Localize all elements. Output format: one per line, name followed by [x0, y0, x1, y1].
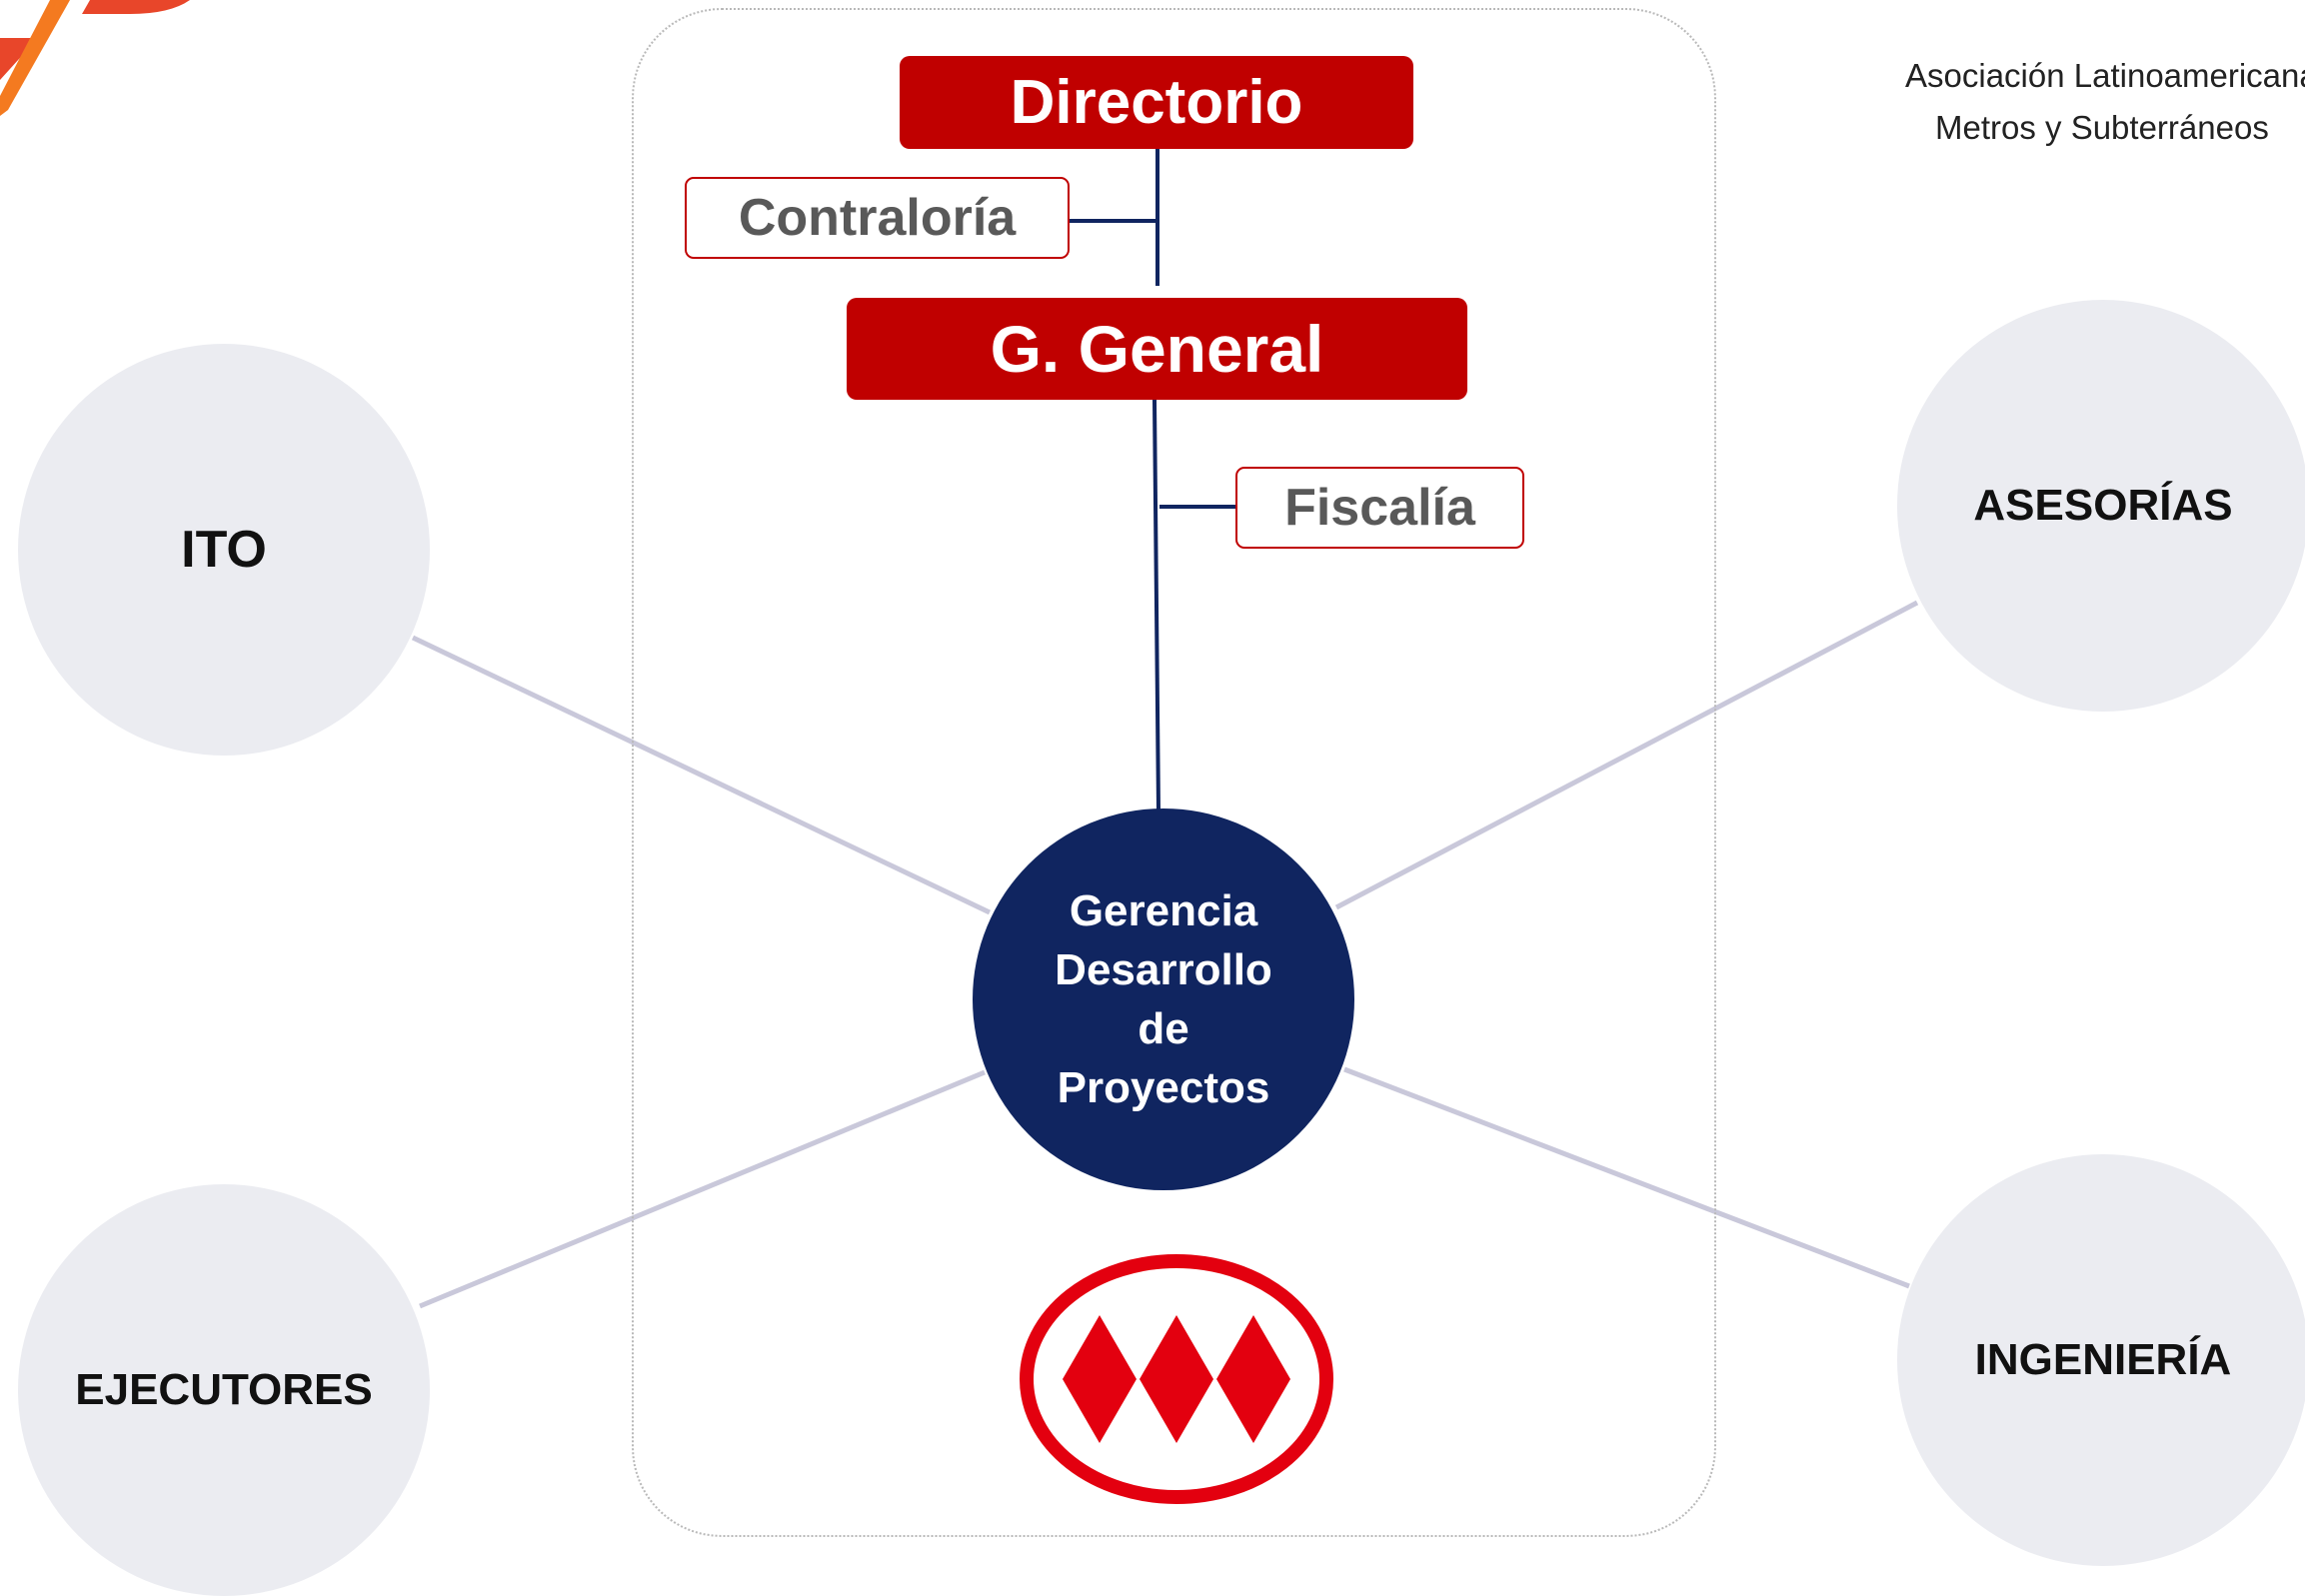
connector-asesorias: [1334, 600, 1919, 910]
fiscalia-box: Fiscalía: [1235, 467, 1524, 549]
connector-ejecutores: [419, 1069, 986, 1309]
connector-gg-center: [1152, 399, 1160, 812]
ingenieria-label: INGENIERÍA: [1974, 1335, 2232, 1384]
directorio-box: Directorio: [900, 56, 1413, 149]
gerencia-desarrollo-proyectos-node: Gerencia Desarrollo de Proyectos: [973, 808, 1354, 1190]
asesorias-label: ASESORÍAS: [1973, 481, 2233, 530]
connector-ito: [411, 635, 992, 915]
center-line-1: Gerencia: [1069, 886, 1258, 935]
ejecutores-bubble: EJECUTORES: [18, 1184, 430, 1596]
ingenieria-bubble: INGENIERÍA: [1897, 1154, 2305, 1566]
organization-frame: [632, 8, 1716, 1537]
center-line-3: de: [1138, 1004, 1189, 1053]
ito-label: ITO: [181, 521, 267, 579]
ejecutores-label: EJECUTORES: [75, 1365, 373, 1414]
org-name-line1: Asociación Latinoamericana de: [1905, 57, 2305, 94]
center-line-4: Proyectos: [1057, 1063, 1270, 1112]
corner-accent-logo: [0, 0, 190, 116]
connector-ingenieria: [1343, 1066, 1910, 1289]
org-header: Asociación Latinoamericana de Metros y S…: [1905, 50, 2305, 154]
contraloria-box: Contraloría: [685, 177, 1070, 259]
center-line-2: Desarrollo: [1055, 945, 1272, 994]
ito-bubble: ITO: [18, 344, 430, 756]
org-name-line2: Metros y Subterráneos: [1935, 109, 2269, 146]
gerente-general-box: G. General: [847, 298, 1467, 400]
asesorias-bubble: ASESORÍAS: [1897, 300, 2305, 712]
metro-santiago-logo: [1020, 1254, 1333, 1504]
